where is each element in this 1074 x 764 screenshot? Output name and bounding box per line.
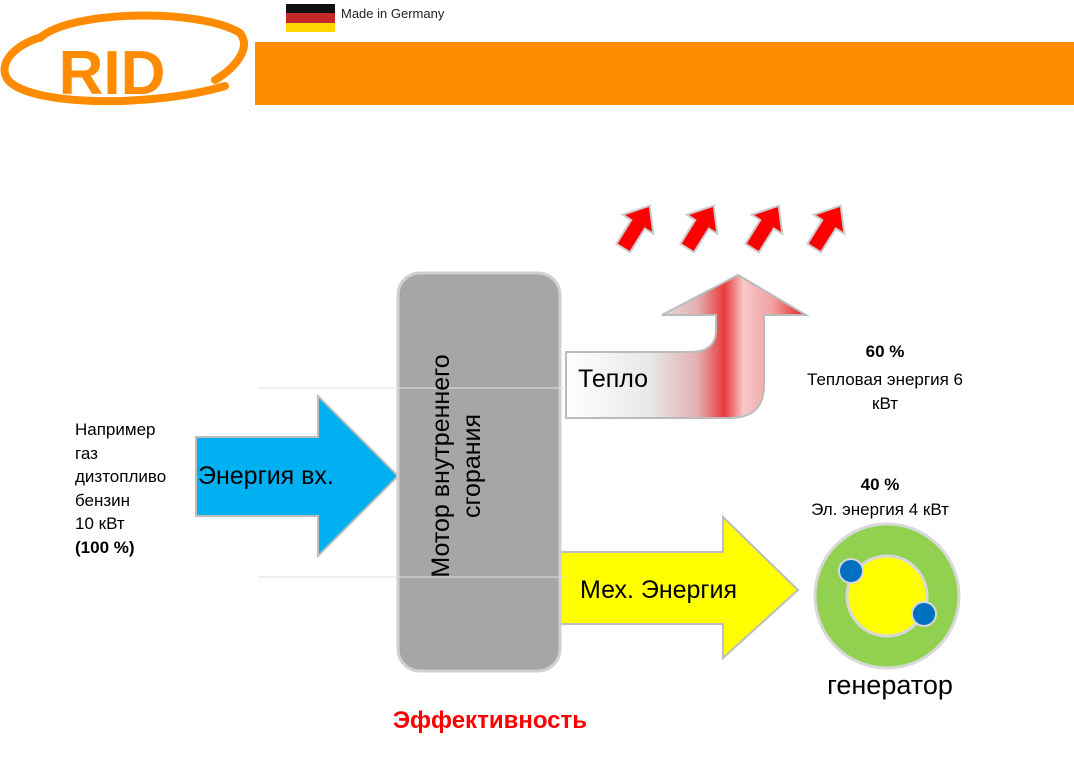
input-line: газ [75,443,98,463]
electric-description: Эл. энергия 4 кВт [811,500,949,519]
electric-percent: 40 % [860,475,900,494]
heat-arrow [565,273,810,419]
logo-text: RID [59,39,166,108]
input-line: дизтопливо [75,467,167,486]
input-fuel-description: Например газ дизтопливо бензин 10 кВт (1… [75,418,166,559]
rid-logo: RID [0,11,248,108]
made-in-label: Made in Germany [341,6,445,21]
generator-icon [813,522,961,670]
generator-label: генератор [827,670,953,700]
motor-block [396,271,562,673]
energy-in-label: Энергия вх. [198,462,334,490]
header-bar [255,42,1074,105]
heat-arrow-label: Тепло [578,365,649,393]
german-flag-icon [286,4,335,32]
heat-description: Тепловая энергия 6 кВт [807,370,963,413]
input-total-percent: (100 %) [75,537,135,557]
motor-label: Мотор внутреннего сгорания [427,354,486,578]
heat-rise-arrows-icon [615,204,846,254]
input-line: бензин [75,490,131,510]
input-line: Например [75,420,156,439]
energy-in-arrow [195,393,400,559]
mech-arrow-label: Мех. Энергия [580,576,738,604]
input-line: 10 кВт [75,514,125,533]
heat-percent: 60 % [865,342,905,361]
mech-energy-arrow [559,514,800,661]
page-title: Эффективность [392,707,588,734]
